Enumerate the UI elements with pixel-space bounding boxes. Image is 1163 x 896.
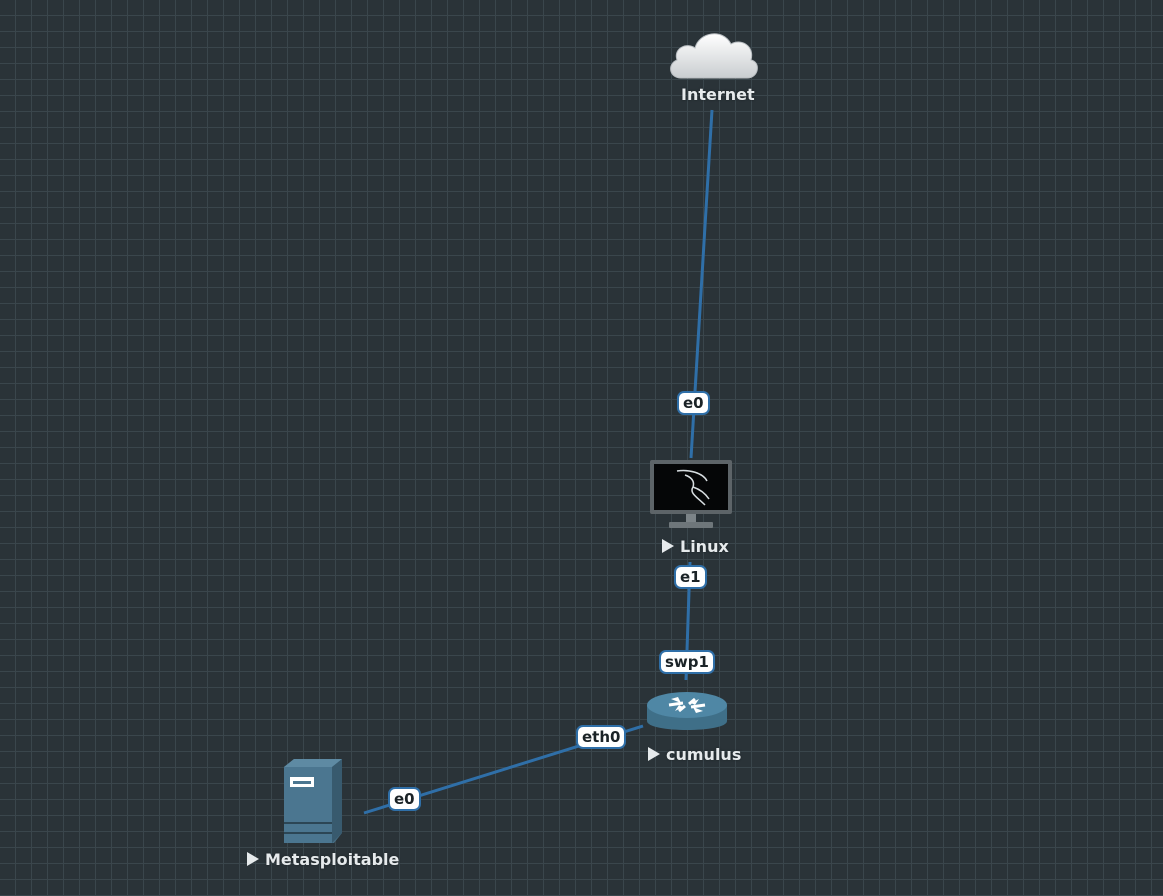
server-icon bbox=[284, 759, 342, 843]
node-cumulus[interactable] bbox=[645, 685, 729, 743]
node-label-metasploitable: Metasploitable bbox=[247, 850, 399, 869]
kali-monitor-icon bbox=[650, 460, 732, 528]
node-internet[interactable] bbox=[665, 26, 761, 82]
node-label-linux: Linux bbox=[662, 537, 729, 556]
port-cumulus-swp1[interactable]: swp1 bbox=[659, 650, 715, 674]
port-cumulus-eth0[interactable]: eth0 bbox=[576, 725, 627, 749]
play-icon[interactable] bbox=[648, 747, 660, 761]
cloud-icon bbox=[670, 33, 758, 79]
port-linux-e0[interactable]: e0 bbox=[677, 391, 710, 415]
node-label-internet: Internet bbox=[681, 85, 755, 104]
node-metasploitable[interactable] bbox=[282, 757, 346, 847]
node-linux[interactable] bbox=[649, 459, 733, 533]
port-metasploitable-e0[interactable]: e0 bbox=[388, 787, 421, 811]
node-label-cumulus: cumulus bbox=[648, 745, 741, 764]
port-linux-e1[interactable]: e1 bbox=[674, 565, 707, 589]
play-icon[interactable] bbox=[662, 539, 674, 553]
play-icon[interactable] bbox=[247, 852, 259, 866]
router-icon bbox=[647, 692, 727, 730]
